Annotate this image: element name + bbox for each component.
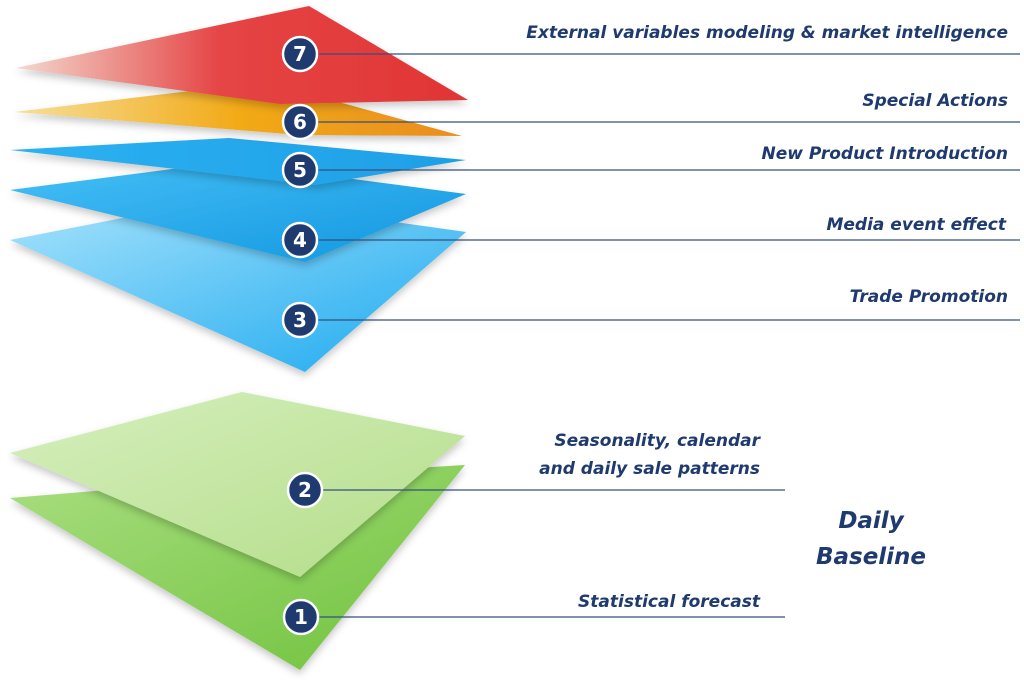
layer-5-plane: [10, 138, 466, 185]
badge-5: 5: [281, 151, 319, 189]
badge-2-circle: [286, 471, 324, 509]
layer-7-label: External variables modeling & market int…: [526, 23, 1008, 43]
badge-1-number: 1: [294, 605, 308, 629]
badge-1-circle: [282, 598, 320, 636]
badge-6-circle: [281, 103, 319, 141]
layer-3-label: Trade Promotion: [850, 287, 1008, 307]
badge-7-circle: [281, 35, 319, 73]
badge-3: 3: [281, 301, 319, 339]
badge-3-circle: [281, 301, 319, 339]
badge-3-number: 3: [293, 308, 307, 332]
layer-4-label: Media event effect: [826, 215, 1006, 235]
badge-2-number: 2: [298, 478, 312, 502]
badge-4-number: 4: [293, 228, 307, 252]
badge-5-number: 5: [293, 158, 307, 182]
layer-5-label: New Product Introduction: [762, 144, 1008, 164]
layer-1-label: Statistical forecast: [578, 592, 761, 612]
layer-6-label: Special Actions: [862, 91, 1008, 111]
badge-6: 6: [281, 103, 319, 141]
layer-4-plane: [10, 162, 466, 262]
daily-baseline-label-line-1: Daily: [838, 508, 904, 534]
badge-7: 7: [281, 35, 319, 73]
layer-2-label-line-2: and daily sale patterns: [539, 459, 760, 479]
layer-7-plane: [16, 6, 468, 104]
badge-1: 1: [282, 598, 320, 636]
daily-baseline-label-line-2: Baseline: [816, 544, 926, 570]
layer-2-plane: [10, 392, 465, 577]
badge-7-number: 7: [293, 42, 307, 66]
layer-2-label-line-1: Seasonality, calendar: [554, 431, 761, 451]
badge-4: 4: [281, 221, 319, 259]
badge-2: 2: [286, 471, 324, 509]
badge-5-circle: [281, 151, 319, 189]
badge-6-number: 6: [293, 110, 307, 134]
badge-4-circle: [281, 221, 319, 259]
